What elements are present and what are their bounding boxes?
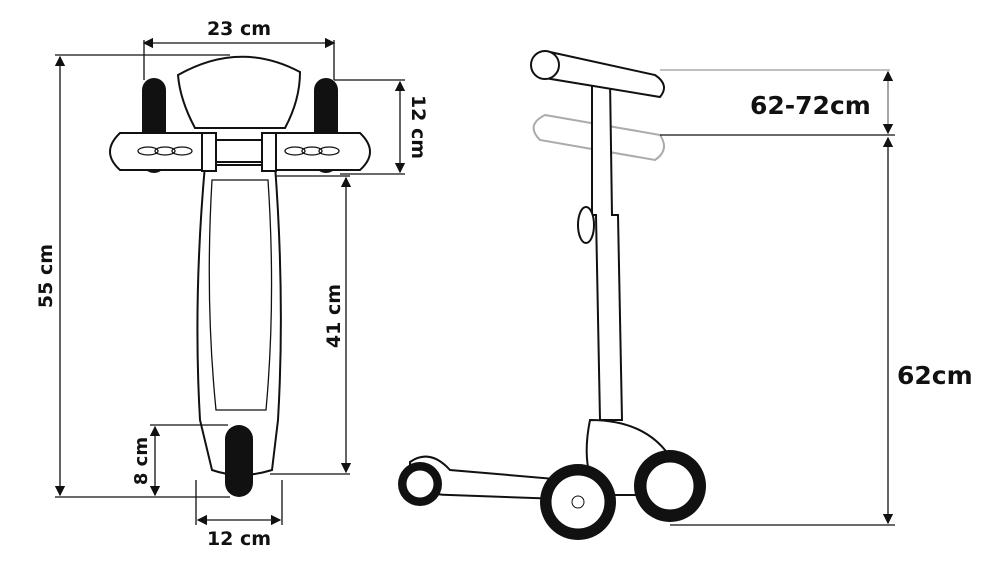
deck-width-label: 12 cm — [207, 528, 271, 550]
side-view-scooter — [398, 50, 706, 540]
rear-wheel — [225, 425, 253, 497]
total-length-label: 55 cm — [35, 244, 57, 308]
front-dimension-lines — [54, 37, 406, 526]
side-dimension-lines — [660, 69, 895, 526]
handlebar-width-label: 23 cm — [207, 18, 271, 40]
wheel-diameter-label: 8 cm — [131, 437, 152, 485]
handle-height-label: 12 cm — [407, 95, 429, 159]
min-height-label: 62cm — [897, 361, 973, 390]
front-view-scooter — [109, 55, 371, 497]
adjustable-range-label: 62-72cm — [750, 91, 871, 120]
deck-length-label: 41 cm — [323, 284, 345, 348]
